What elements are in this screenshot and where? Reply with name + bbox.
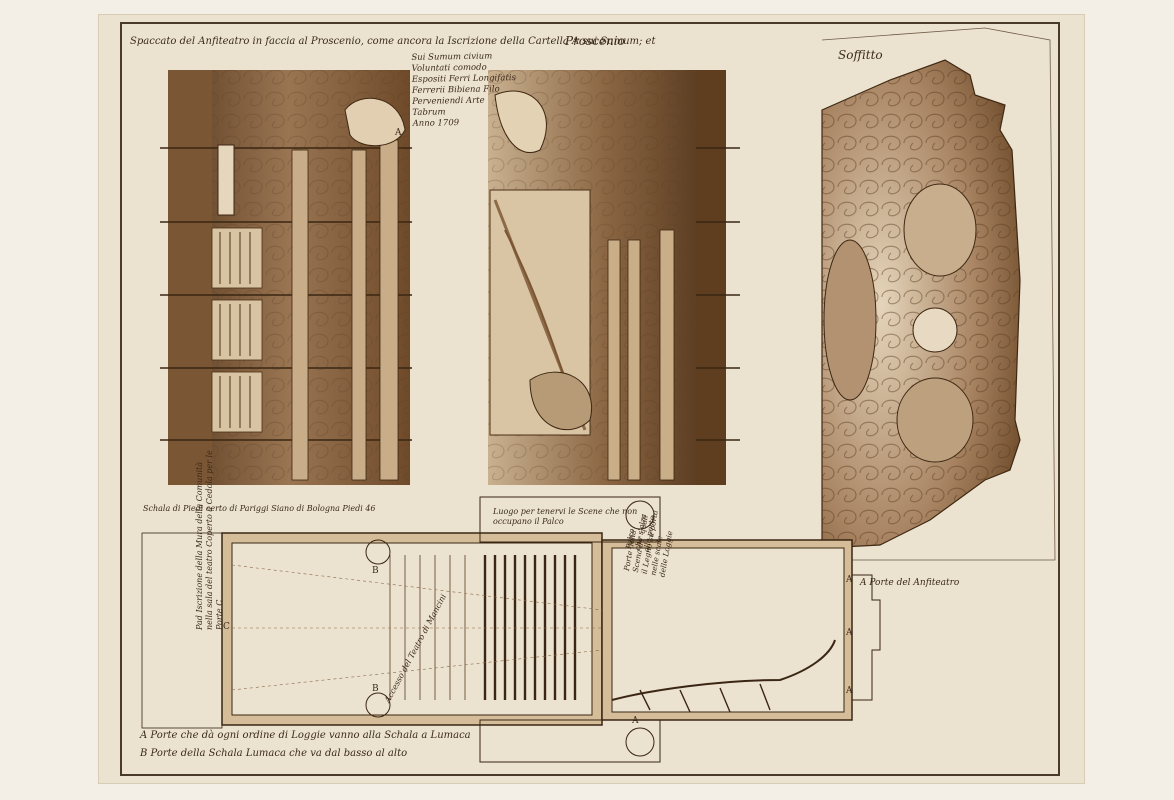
section-right-panel (488, 70, 740, 485)
cartouche-dedication: Sui Sumum civium Voluntati comodo Esposi… (411, 51, 517, 129)
legend-b: B Porte della Schala Lumaca che va dal b… (140, 748, 408, 759)
mark-b-bottom: B (372, 684, 379, 694)
mark-c-left: C (223, 622, 230, 632)
iscrizione-vertical-label: Pad Iscrizione della Mura della Comunità… (195, 450, 224, 630)
mark-a-right-3: A (846, 686, 853, 696)
soffitto-label: Soffitto (838, 48, 883, 62)
mark-a-right-1: A (846, 575, 853, 585)
drawing-frame (120, 22, 1060, 776)
proscenio-label: Proscenio (565, 34, 625, 48)
section-left-panel (160, 70, 412, 485)
soffitto-ceiling (821, 27, 1056, 561)
scale-bar-label: Schala di Piedi certo di Pariggi Siano d… (143, 504, 376, 513)
mark-a-bottom: A (632, 716, 639, 726)
legend-a: A Porte che dà ogni ordine di Loggie van… (140, 730, 471, 741)
mark-a-section: A (395, 128, 402, 138)
mark-b-top: B (372, 566, 379, 576)
floor-plan (141, 496, 881, 763)
mark-a-right-2: A (846, 628, 853, 638)
section-title-inscription: Spaccato del Anfiteatro in faccia al Pro… (130, 36, 656, 47)
scene-storage-label: Luogo per tenervi le Scene che non occup… (493, 507, 638, 526)
porte-anfiteatro-label: A Porte del Anfiteatro (860, 578, 960, 588)
